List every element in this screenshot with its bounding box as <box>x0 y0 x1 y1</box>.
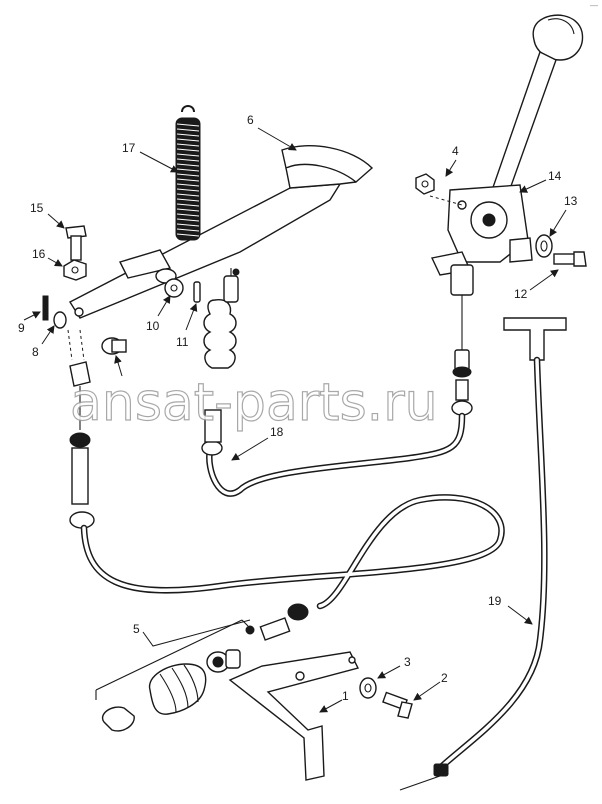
nut-16 <box>63 259 87 281</box>
callout-12: 12 <box>514 287 528 301</box>
pedal-lever-6 <box>69 145 374 319</box>
spring-coil-line <box>176 163 200 167</box>
washer-3 <box>359 677 377 699</box>
callout-3: 3 <box>404 655 411 669</box>
callout-9: 9 <box>18 321 25 335</box>
callout-11: 11 <box>176 335 189 349</box>
callout-15: 15 <box>30 201 44 215</box>
spring-coil-line <box>176 183 200 187</box>
callout-14: 14 <box>548 169 562 183</box>
watermark: ansat-parts.ru <box>70 373 438 433</box>
choke-cable-19 <box>399 317 567 791</box>
callout-4: 4 <box>452 144 459 158</box>
spring-coil-line <box>176 143 200 147</box>
callout-1: 1 <box>342 689 349 703</box>
spring-coil-line <box>176 138 200 142</box>
spring-coil-line <box>176 148 200 152</box>
bolt-15 <box>65 225 87 261</box>
callout-13: 13 <box>564 194 578 208</box>
throttle-lever-assembly <box>429 14 584 276</box>
spring-coil-line <box>176 128 200 132</box>
spring-coil-line <box>176 193 200 197</box>
spring-coil-line <box>176 123 200 127</box>
spring-coil-line <box>176 173 200 177</box>
cable-end-group-5 <box>95 619 249 732</box>
callout-2: 2 <box>441 671 448 685</box>
callout-8: 8 <box>32 345 39 359</box>
spring-coil-line <box>176 153 200 157</box>
spring-coil-line <box>176 208 200 212</box>
callout-5: 5 <box>133 622 140 636</box>
spring-coil-line <box>176 178 200 182</box>
callout-10: 10 <box>146 319 160 333</box>
spring-coil-line <box>176 203 200 207</box>
cable-18 <box>201 264 474 497</box>
washer-8 <box>53 311 67 329</box>
bracket-1 <box>228 651 360 781</box>
spring-coil-line <box>176 228 200 232</box>
spring-coil-line <box>176 218 200 222</box>
callout-18: 18 <box>270 425 284 439</box>
washer-10 <box>164 278 184 298</box>
callout-17: 17 <box>122 141 136 155</box>
spring-coil-line <box>176 168 200 172</box>
washer-13 <box>535 234 553 258</box>
spring-coil-line <box>176 198 200 202</box>
spring-coil-line <box>176 223 200 227</box>
screw-9 <box>42 295 49 321</box>
clevis-pin <box>101 337 127 355</box>
spring-coil-line <box>176 133 200 137</box>
spring-coil-line <box>176 188 200 192</box>
spring-coil-line <box>176 158 200 162</box>
pin-11 <box>193 281 201 303</box>
spring-coil-line <box>176 213 200 217</box>
bolt-2 <box>382 691 413 719</box>
nut-4 <box>415 173 435 195</box>
bolt-12 <box>553 251 587 267</box>
callout-6: 6 <box>247 113 254 127</box>
callout-labels: 1 2 3 4 5 6 8 9 10 11 12 13 14 15 16 17 … <box>18 113 578 703</box>
spring-coil-line <box>176 233 200 237</box>
cable-run-left <box>69 361 505 641</box>
spring-17 <box>175 105 201 241</box>
callout-16: 16 <box>32 247 46 261</box>
callout-leaders <box>23 127 567 713</box>
callout-19: 19 <box>488 594 502 608</box>
corner-mark: — <box>590 1 598 10</box>
